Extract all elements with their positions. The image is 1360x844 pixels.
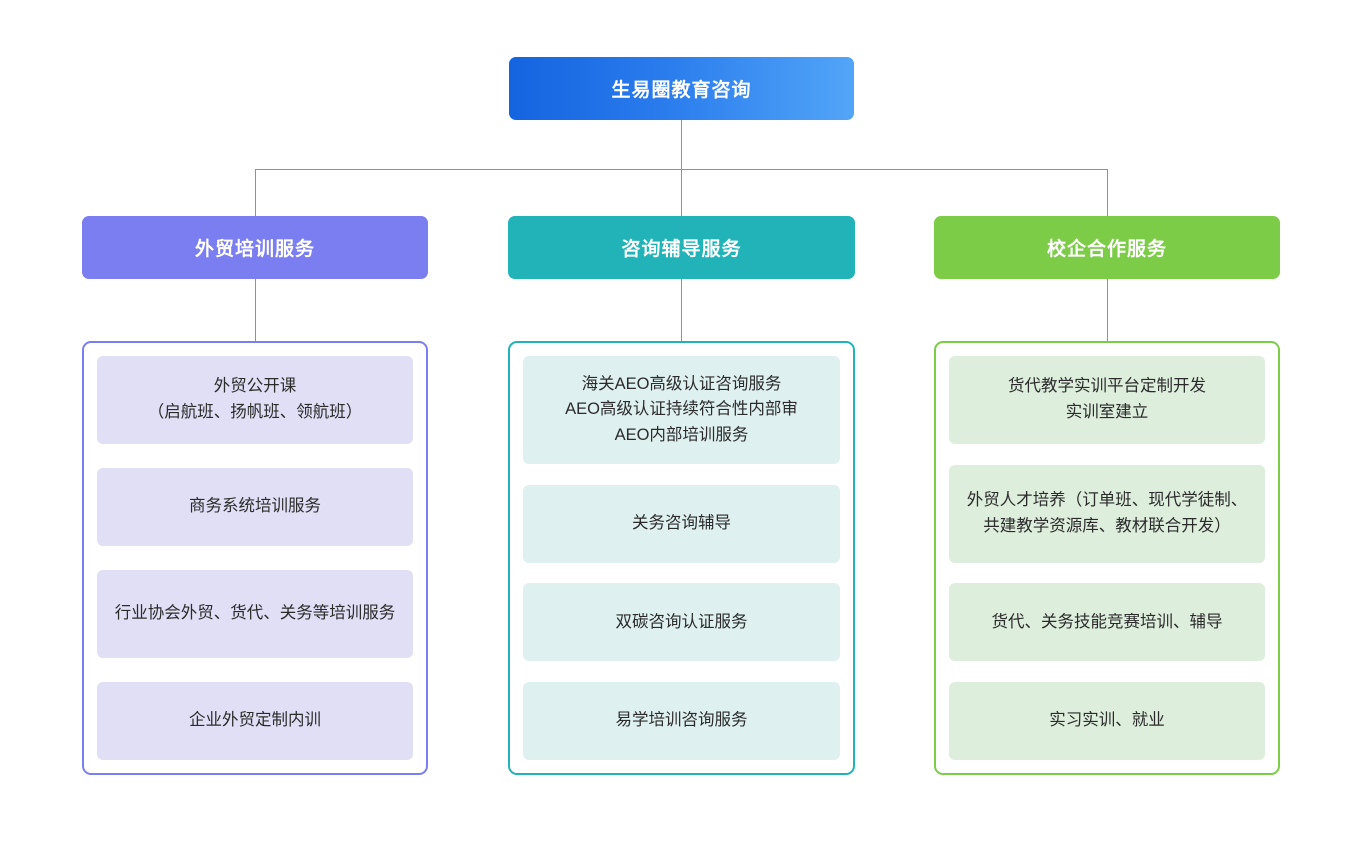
root-node[interactable]: 生易圈教育咨询 <box>509 57 854 120</box>
connector-header-to-panel-2 <box>1107 279 1108 341</box>
connector-root-stem <box>681 120 682 169</box>
branch-header-label-2: 校企合作服务 <box>1046 239 1167 260</box>
connector-drop-branch-2 <box>1107 169 1108 216</box>
leaf-card[interactable]: 外贸公开课 （启航班、扬帆班、领航班） <box>97 356 413 444</box>
root-node-label: 生易圈教育咨询 <box>611 80 752 101</box>
branch-header-0[interactable]: 外贸培训服务 <box>82 216 428 279</box>
branch-header-label-1: 咨询辅导服务 <box>621 239 742 260</box>
leaf-card[interactable]: 外贸人才培养（订单班、现代学徒制、共建教学资源库、教材联合开发） <box>949 464 1265 563</box>
leaf-card[interactable]: 易学培训咨询服务 <box>523 681 840 760</box>
leaf-card[interactable]: 关务咨询辅导 <box>523 484 840 563</box>
branch-panel-2: 货代教学实训平台定制开发 实训室建立 外贸人才培养（订单班、现代学徒制、共建教学… <box>934 341 1280 775</box>
leaf-card[interactable]: 海关AEO高级认证咨询服务 AEO高级认证持续符合性内部审 AEO内部培训服务 <box>523 356 840 464</box>
branch-header-2[interactable]: 校企合作服务 <box>934 216 1280 279</box>
connector-drop-branch-0 <box>255 169 256 216</box>
leaf-card[interactable]: 货代教学实训平台定制开发 实训室建立 <box>949 356 1265 444</box>
leaf-card[interactable]: 实习实训、就业 <box>949 681 1265 760</box>
connector-drop-branch-1 <box>681 169 682 216</box>
leaf-card[interactable]: 双碳咨询认证服务 <box>523 583 840 662</box>
branch-header-label-0: 外贸培训服务 <box>194 239 315 260</box>
leaf-card[interactable]: 商务系统培训服务 <box>97 468 413 546</box>
leaf-card[interactable]: 行业协会外贸、货代、关务等培训服务 <box>97 570 413 658</box>
connector-header-to-panel-1 <box>681 279 682 341</box>
branch-panel-1: 海关AEO高级认证咨询服务 AEO高级认证持续符合性内部审 AEO内部培训服务 … <box>508 341 855 775</box>
leaf-card[interactable]: 货代、关务技能竞赛培训、辅导 <box>949 583 1265 662</box>
connector-header-to-panel-0 <box>255 279 256 341</box>
branch-header-1[interactable]: 咨询辅导服务 <box>508 216 855 279</box>
leaf-card[interactable]: 企业外贸定制内训 <box>97 682 413 760</box>
branch-panel-0: 外贸公开课 （启航班、扬帆班、领航班） 商务系统培训服务 行业协会外贸、货代、关… <box>82 341 428 775</box>
